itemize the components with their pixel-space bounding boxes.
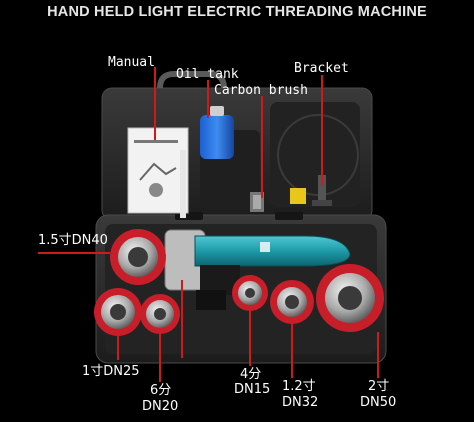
die-head-1-2 [270, 280, 314, 324]
label-die-1-2-b: DN32 [282, 395, 319, 410]
oil-tank [180, 106, 234, 218]
die-head-6fen [140, 294, 180, 334]
die-head-1-5 [110, 229, 166, 285]
label-bracket: Bracket [294, 61, 349, 76]
callout-leaders [38, 67, 379, 382]
page-title: HAND HELD LIGHT ELECTRIC THREADING MACHI… [47, 4, 427, 20]
label-die-1-2-a: 1.2寸 [282, 379, 316, 394]
label-oil-tank: Oil tank [176, 67, 239, 82]
manual-booklet [127, 127, 189, 214]
label-die-4fen-b: DN15 [234, 382, 271, 397]
label-carbon-brush: Carbon brush [214, 83, 308, 98]
label-die-6fen-b: DN20 [142, 399, 179, 414]
label-die-4fen-a: 4分 [240, 367, 262, 382]
bracket-part [290, 175, 332, 206]
label-manual: Manual [108, 55, 155, 70]
label-die-6fen-a: 6分 [150, 383, 172, 398]
die-head-1 [94, 288, 142, 336]
die-head-4fen [232, 275, 268, 311]
label-die-1: 1寸DN25 [82, 364, 140, 379]
die-head-2 [316, 264, 384, 332]
carbon-brush-pack [250, 192, 264, 212]
label-die-2-b: DN50 [360, 395, 397, 410]
label-die-2-a: 2寸 [368, 379, 390, 394]
label-die-1-5: 1.5寸DN40 [38, 233, 108, 248]
